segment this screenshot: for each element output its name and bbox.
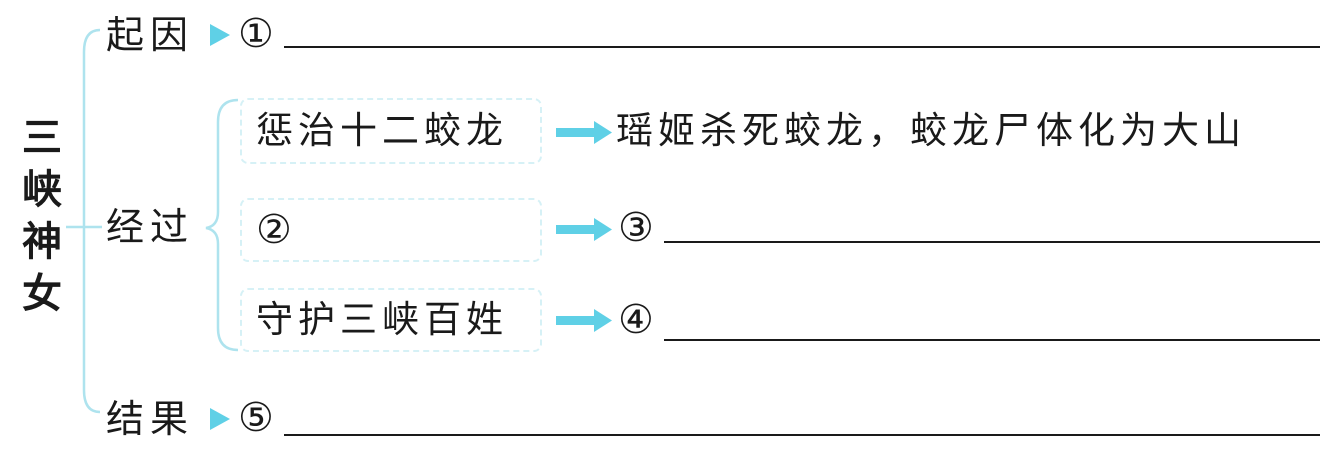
process-label: 经过 xyxy=(106,205,195,249)
cause-arrow xyxy=(210,24,230,46)
process-box-1-text: 惩治十二蛟龙 xyxy=(256,109,508,152)
result-arrow xyxy=(210,408,230,430)
process-result-3-number: ④ xyxy=(618,297,654,343)
process-box-2-number: ② xyxy=(256,207,292,253)
diagram-title: 三 峡 神 女 xyxy=(18,112,66,320)
process-box-1: 惩治十二蛟龙 xyxy=(240,98,542,164)
process-brace xyxy=(205,98,239,352)
title-char: 三 xyxy=(22,115,62,161)
cause-answer-line[interactable] xyxy=(284,46,1320,48)
process-result-2-number: ③ xyxy=(618,205,654,251)
process-result-2-answer-line[interactable] xyxy=(664,241,1320,243)
cause-label: 起因 xyxy=(106,13,195,57)
title-char: 神 xyxy=(22,219,62,265)
result-label: 结果 xyxy=(106,397,195,441)
main-bracket xyxy=(82,28,101,414)
title-char: 峡 xyxy=(22,167,62,213)
process-box-3-text: 守护三峡百姓 xyxy=(256,298,508,341)
process-result-1: 瑶姬杀死蛟龙，蛟龙尸体化为大山 xyxy=(616,109,1246,152)
title-char: 女 xyxy=(22,271,62,317)
row3-arrow xyxy=(556,309,612,332)
result-number: ⑤ xyxy=(238,395,274,441)
row2-arrow xyxy=(556,218,612,241)
process-result-3-answer-line[interactable] xyxy=(664,339,1320,341)
cause-number: ① xyxy=(238,11,274,57)
result-answer-line[interactable] xyxy=(284,434,1320,436)
process-box-3: 守护三峡百姓 xyxy=(240,288,542,352)
process-box-2[interactable]: ② xyxy=(240,198,542,262)
row1-arrow xyxy=(556,121,612,144)
